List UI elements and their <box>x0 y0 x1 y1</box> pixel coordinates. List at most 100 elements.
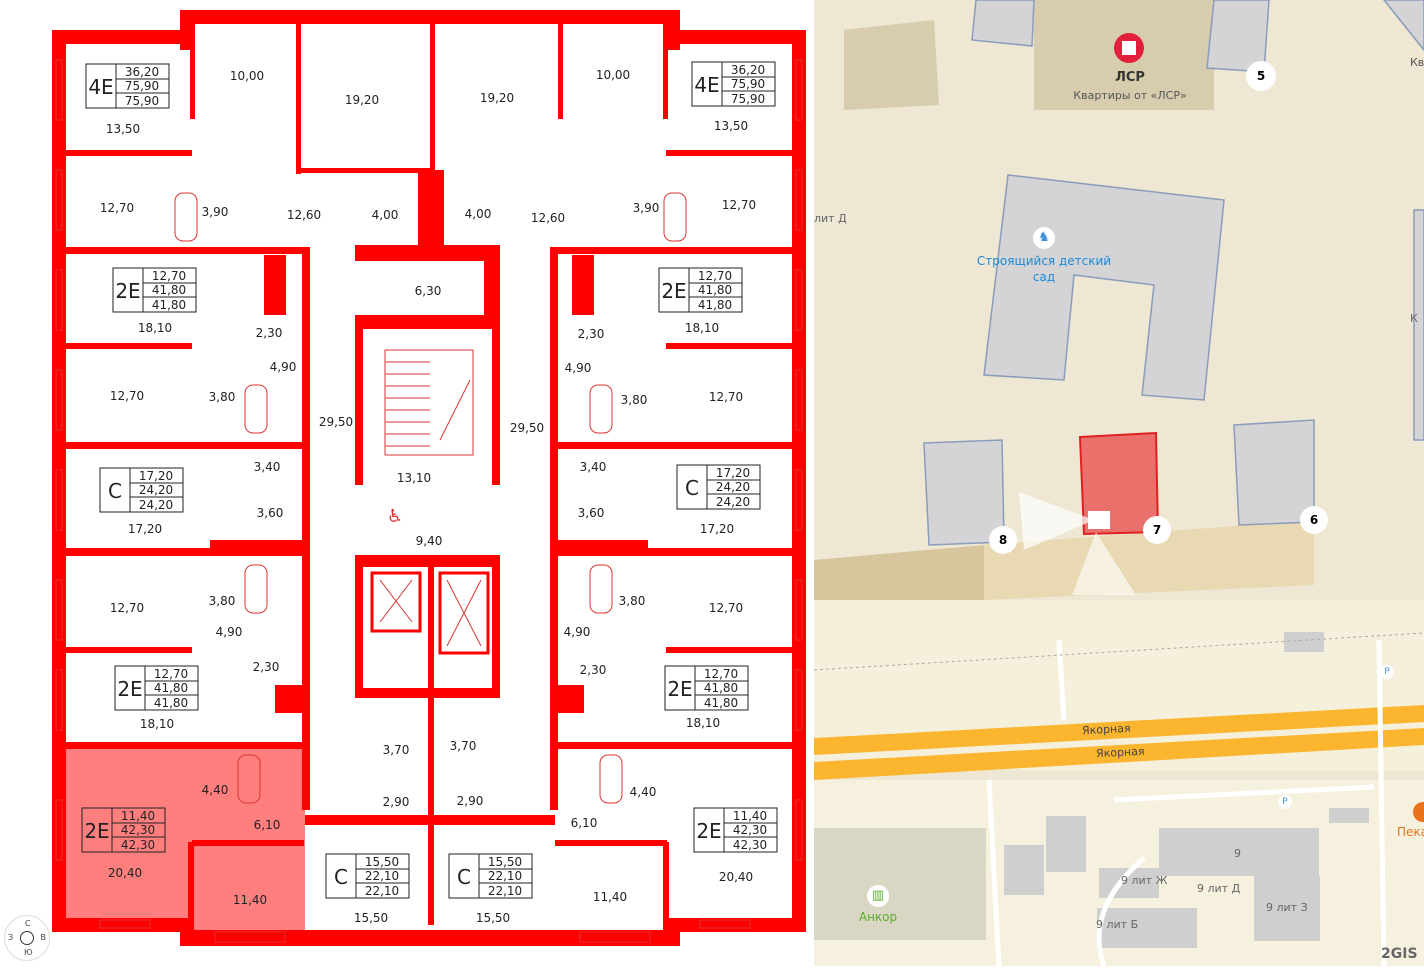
living-area: 12,70 <box>154 667 188 681</box>
apartment-badge[interactable]: 2E 12,70 41,80 41,80 <box>114 665 199 711</box>
room-area: 10,00 <box>596 68 630 82</box>
compass-control[interactable]: С З В Ю <box>4 915 50 961</box>
room-area: 17,20 <box>128 522 162 536</box>
lsr-title[interactable]: ЛСР <box>1115 70 1145 85</box>
map-view[interactable]: ЛСР Квартиры от «ЛСР» 5 Кв лит Д К ♞ Стр… <box>814 0 1424 966</box>
building-label: 9 лит З <box>1266 901 1308 914</box>
total-area: 22,10 <box>488 869 522 883</box>
elevators <box>370 571 490 655</box>
view-cone <box>1019 492 1094 550</box>
kindergarten-label[interactable]: Строящийся детский сад <box>964 253 1124 285</box>
total-area: 41,80 <box>704 681 738 695</box>
total-area: 75,90 <box>125 79 159 93</box>
parking-icon[interactable]: P <box>1278 795 1292 809</box>
selected-apartment[interactable] <box>52 745 305 945</box>
apartment-type: С <box>108 479 122 503</box>
living-area: 36,20 <box>125 65 159 79</box>
apartment-type: С <box>685 476 699 500</box>
apartment-badge[interactable]: 2E 12,70 41,80 41,80 <box>658 267 743 313</box>
lsr-pin-icon[interactable] <box>1114 33 1144 63</box>
house-number-6[interactable]: 6 <box>1300 506 1328 534</box>
apartment-badge[interactable]: 4E 36,20 75,90 75,90 <box>85 63 170 109</box>
room-area: 13,50 <box>106 122 140 136</box>
bakery-icon[interactable] <box>1413 802 1424 822</box>
view-cone <box>1072 532 1136 595</box>
apartment-badge[interactable]: 2E 11,40 42,30 42,30 <box>693 807 778 853</box>
total-area: 42,30 <box>733 823 767 837</box>
street-label: Якорная <box>1081 721 1131 738</box>
total-area: 24,20 <box>716 480 750 494</box>
living-area: 15,50 <box>488 855 522 869</box>
living-area: 15,50 <box>365 855 399 869</box>
room-area: 4,90 <box>270 360 297 374</box>
room-area: 4,00 <box>465 207 492 221</box>
compass-north: С <box>25 919 31 928</box>
room-area: 10,00 <box>230 69 264 83</box>
apartment-badges: 4E 36,20 75,90 75,90 4E 36,20 75,90 75,9… <box>81 61 778 899</box>
total-area: 41,80 <box>154 681 188 695</box>
total-area-with-balcony: 42,30 <box>733 838 767 852</box>
parking-icon[interactable]: P <box>1380 665 1394 679</box>
ankor-label[interactable]: Анкор <box>858 910 898 924</box>
room-area: 3,70 <box>450 739 477 753</box>
floor-plan-drawing: ♿ 13,50 10,00 19,20 12,70 3,90 12,60 4,0… <box>52 10 806 946</box>
2gis-logo: 2GIS <box>1381 946 1418 962</box>
apartment-type: С <box>457 865 471 889</box>
apartment-type: 2E <box>117 677 142 701</box>
room-area: 15,50 <box>354 911 388 925</box>
house-number-7[interactable]: 7 <box>1143 516 1171 544</box>
apartment-badge[interactable]: 4E 36,20 75,90 75,90 <box>691 61 776 107</box>
room-area: 18,10 <box>686 716 720 730</box>
compass-south: Ю <box>24 948 33 957</box>
compass-center-icon <box>20 931 34 945</box>
total-area-with-balcony: 75,90 <box>731 92 765 106</box>
kindergarten-icon[interactable]: ♞ <box>1033 227 1055 249</box>
room-area: 19,20 <box>345 93 379 107</box>
total-area: 42,30 <box>121 823 155 837</box>
apartment-badge[interactable]: С 15,50 22,10 22,10 <box>448 853 533 899</box>
apartment-type: 2E <box>661 279 686 303</box>
room-area: 3,70 <box>383 743 410 757</box>
building-label: 9 лит Ж <box>1121 874 1168 887</box>
house-number-8[interactable]: 8 <box>989 526 1017 554</box>
room-area: 2,30 <box>578 327 605 341</box>
room-area: 3,40 <box>254 460 281 474</box>
apartment-badge[interactable]: 2E 11,40 42,30 42,30 <box>81 807 166 853</box>
apartment-badge[interactable]: 2E 12,70 41,80 41,80 <box>112 267 197 313</box>
total-area: 41,80 <box>698 283 732 297</box>
room-area: 4,40 <box>630 785 657 799</box>
total-area: 75,90 <box>731 77 765 91</box>
apartment-badge[interactable]: 2E 12,70 41,80 41,80 <box>664 665 749 711</box>
entrance-marker <box>1088 511 1110 529</box>
total-area: 22,10 <box>365 869 399 883</box>
room-area: 3,80 <box>209 594 236 608</box>
room-area: 13,10 <box>397 471 431 485</box>
living-area: 12,70 <box>704 667 738 681</box>
room-area: 18,10 <box>140 717 174 731</box>
room-area: 20,40 <box>719 870 753 884</box>
bakery-label[interactable]: Пека <box>1397 825 1424 839</box>
map-canvas[interactable] <box>814 0 1424 966</box>
room-area: 12,60 <box>287 208 321 222</box>
room-area: 17,20 <box>700 522 734 536</box>
lsr-subtitle[interactable]: Квартиры от «ЛСР» <box>1073 89 1187 102</box>
street-label: Якорная <box>1095 744 1145 761</box>
building-label: 9 <box>1234 847 1241 860</box>
room-area: 2,90 <box>383 795 410 809</box>
room-area: 4,90 <box>565 361 592 375</box>
room-area: 2,30 <box>580 663 607 677</box>
apartment-badge[interactable]: С 17,20 24,20 24,20 <box>676 464 761 510</box>
living-area: 36,20 <box>731 63 765 77</box>
ankor-icon[interactable]: ▥ <box>867 885 889 907</box>
house-number-5[interactable]: 5 <box>1246 61 1276 91</box>
room-area: 11,40 <box>233 893 267 907</box>
room-area: 3,60 <box>257 506 284 520</box>
apartment-badge[interactable]: С 17,20 24,20 24,20 <box>99 467 184 513</box>
room-area: 9,40 <box>416 534 443 548</box>
room-area: 29,50 <box>510 421 544 435</box>
apartment-badge[interactable]: С 15,50 22,10 22,10 <box>325 853 410 899</box>
apartment-type: 2E <box>84 819 109 843</box>
total-area-with-balcony: 22,10 <box>365 884 399 898</box>
map-edge-label: лит Д <box>814 212 847 225</box>
room-area: 4,90 <box>216 625 243 639</box>
